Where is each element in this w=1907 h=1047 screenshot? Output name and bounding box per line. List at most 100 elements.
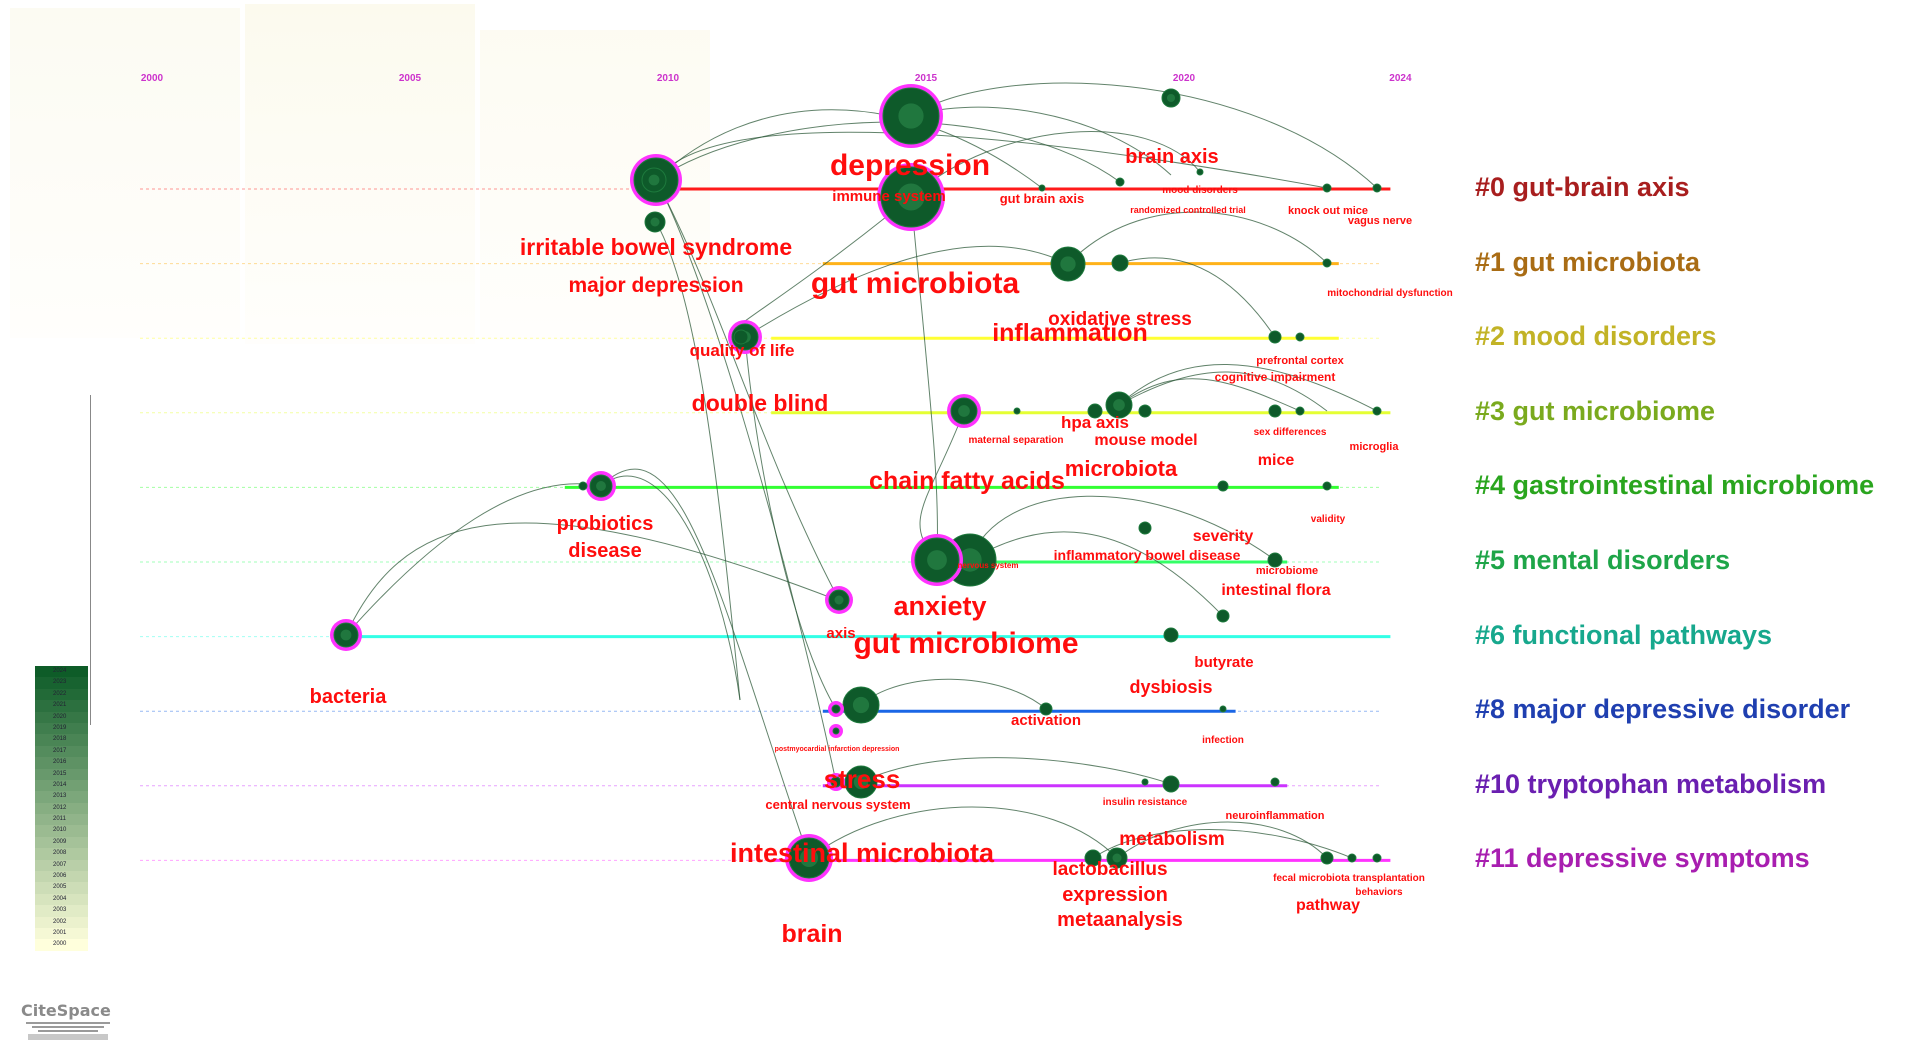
keyword-node[interactable] (1295, 332, 1305, 342)
keyword-node-core (897, 183, 925, 211)
cluster-label[interactable]: #6 functional pathways (1475, 619, 1773, 650)
co-occurrence-link (744, 336, 837, 710)
keyword-node[interactable] (1141, 778, 1149, 786)
keyword-label: mitochondrial dysfunction (1327, 288, 1453, 299)
year-tick-label: 2010 (657, 73, 680, 84)
keyword-node[interactable] (1217, 480, 1229, 492)
legend-year-cell: 2022 (35, 688, 88, 701)
co-occurrence-link (655, 179, 837, 783)
cluster-label[interactable]: #1 gut microbiota (1475, 246, 1701, 277)
keyword-label: butyrate (1194, 654, 1253, 671)
keyword-node[interactable] (1219, 705, 1227, 713)
keyword-node[interactable] (832, 727, 840, 735)
cluster-label[interactable]: #2 mood disorders (1475, 321, 1717, 352)
co-occurrence-link (345, 483, 602, 636)
co-occurrence-link (1118, 378, 1301, 412)
keyword-node[interactable] (1268, 404, 1282, 418)
cluster-rows (140, 187, 1391, 862)
legend-year-cell: 2012 (35, 802, 88, 815)
keyword-label: brain (781, 920, 842, 948)
co-occurrence-link (910, 131, 1201, 198)
keyword-node-core (852, 696, 870, 714)
cluster-label[interactable]: #11 depressive symptoms (1475, 843, 1810, 874)
keyword-node[interactable] (830, 776, 842, 788)
keyword-label: inflammation (992, 319, 1148, 347)
keyword-node[interactable] (1087, 403, 1103, 419)
keyword-label: knock out mice (1288, 205, 1368, 217)
keyword-label: prefrontal cortex (1256, 355, 1344, 367)
keyword-node[interactable] (1162, 775, 1180, 793)
keyword-label: hpa axis (1061, 413, 1129, 432)
keyword-node-core (596, 481, 606, 491)
keyword-label: lactobacillus (1052, 859, 1167, 880)
keyword-node[interactable] (1322, 183, 1332, 193)
legend-year-cell: 2001 (35, 927, 88, 940)
co-occurrence-link (1092, 829, 1353, 859)
legend-year-cell: 2002 (35, 916, 88, 928)
keyword-node[interactable] (1115, 177, 1125, 187)
co-occurrence-link (655, 221, 741, 701)
keyword-node[interactable] (1038, 184, 1046, 192)
keyword-node[interactable] (1084, 849, 1102, 867)
keyword-node[interactable] (1039, 702, 1053, 716)
keyword-label: chain fatty acids (869, 467, 1065, 495)
keyword-label: neuroinflammation (1225, 810, 1324, 822)
legend-year-cell: 2020 (35, 711, 88, 723)
keyword-label: metabolism (1119, 829, 1225, 850)
co-occurrence-link (860, 757, 1172, 785)
keyword-node-core (648, 174, 660, 186)
keyword-node[interactable] (1216, 609, 1230, 623)
keyword-label: mood disorders (1162, 185, 1238, 196)
keyword-node[interactable] (1295, 406, 1305, 416)
keyword-node[interactable] (1270, 777, 1280, 787)
keyword-node[interactable] (1347, 853, 1357, 863)
keyword-node[interactable] (1111, 254, 1129, 272)
cluster-label[interactable]: #3 gut microbiome (1475, 395, 1716, 426)
keyword-node[interactable] (578, 481, 588, 491)
keyword-node-core (1166, 93, 1176, 103)
keyword-node[interactable] (1372, 853, 1382, 863)
legend-year-cell: 2003 (35, 905, 88, 917)
keyword-node-core (1112, 853, 1122, 863)
cluster-label[interactable]: #8 major depressive disorder (1475, 694, 1851, 725)
keyword-node[interactable] (1268, 330, 1282, 344)
keyword-node[interactable] (1163, 627, 1179, 643)
keyword-label: severity (1193, 528, 1254, 545)
legend-year-cell: 2023 (35, 677, 88, 689)
legend-year-cell: 2000 (35, 939, 88, 951)
legend-year-cell: 2015 (35, 768, 88, 780)
keyword-label: major depression (568, 274, 743, 297)
year-tick-label: 2005 (399, 73, 422, 84)
co-occurrence-link (910, 196, 939, 561)
keyword-label: activation (1011, 712, 1081, 729)
keyword-node[interactable] (733, 329, 749, 345)
keyword-node[interactable] (1322, 258, 1332, 268)
keyword-label: dysbiosis (1129, 677, 1212, 697)
cluster-label[interactable]: #0 gut-brain axis (1475, 172, 1690, 202)
year-tick-label: 2020 (1173, 73, 1196, 84)
keyword-label: expression (1062, 884, 1168, 906)
cluster-label[interactable]: #4 gastrointestinal microbiome (1475, 470, 1875, 501)
keyword-label: oxidative stress (1048, 309, 1192, 330)
cluster-label[interactable]: #5 mental disorders (1475, 545, 1731, 575)
keyword-label: central nervous system (765, 797, 910, 812)
co-occurrence-link (600, 475, 741, 701)
keyword-node[interactable] (1267, 552, 1283, 568)
keyword-node[interactable] (1138, 521, 1152, 535)
keyword-label: stress (824, 764, 901, 794)
keyword-node[interactable] (1372, 183, 1382, 193)
legend-year-cell: 2006 (35, 871, 88, 883)
keyword-node[interactable] (831, 704, 841, 714)
keyword-node[interactable] (1320, 851, 1334, 865)
cluster-label[interactable]: #10 tryptophan metabolism (1475, 768, 1827, 799)
keyword-node[interactable] (1013, 407, 1021, 415)
keyword-node[interactable] (1372, 406, 1382, 416)
keyword-node[interactable] (1322, 481, 1332, 491)
keyword-node[interactable] (1196, 168, 1204, 176)
keyword-node-core (927, 550, 947, 570)
keyword-label: mice (1258, 452, 1295, 469)
keyword-node-core (834, 595, 844, 605)
keyword-node-core (800, 849, 818, 867)
keyword-node[interactable] (1138, 404, 1152, 418)
